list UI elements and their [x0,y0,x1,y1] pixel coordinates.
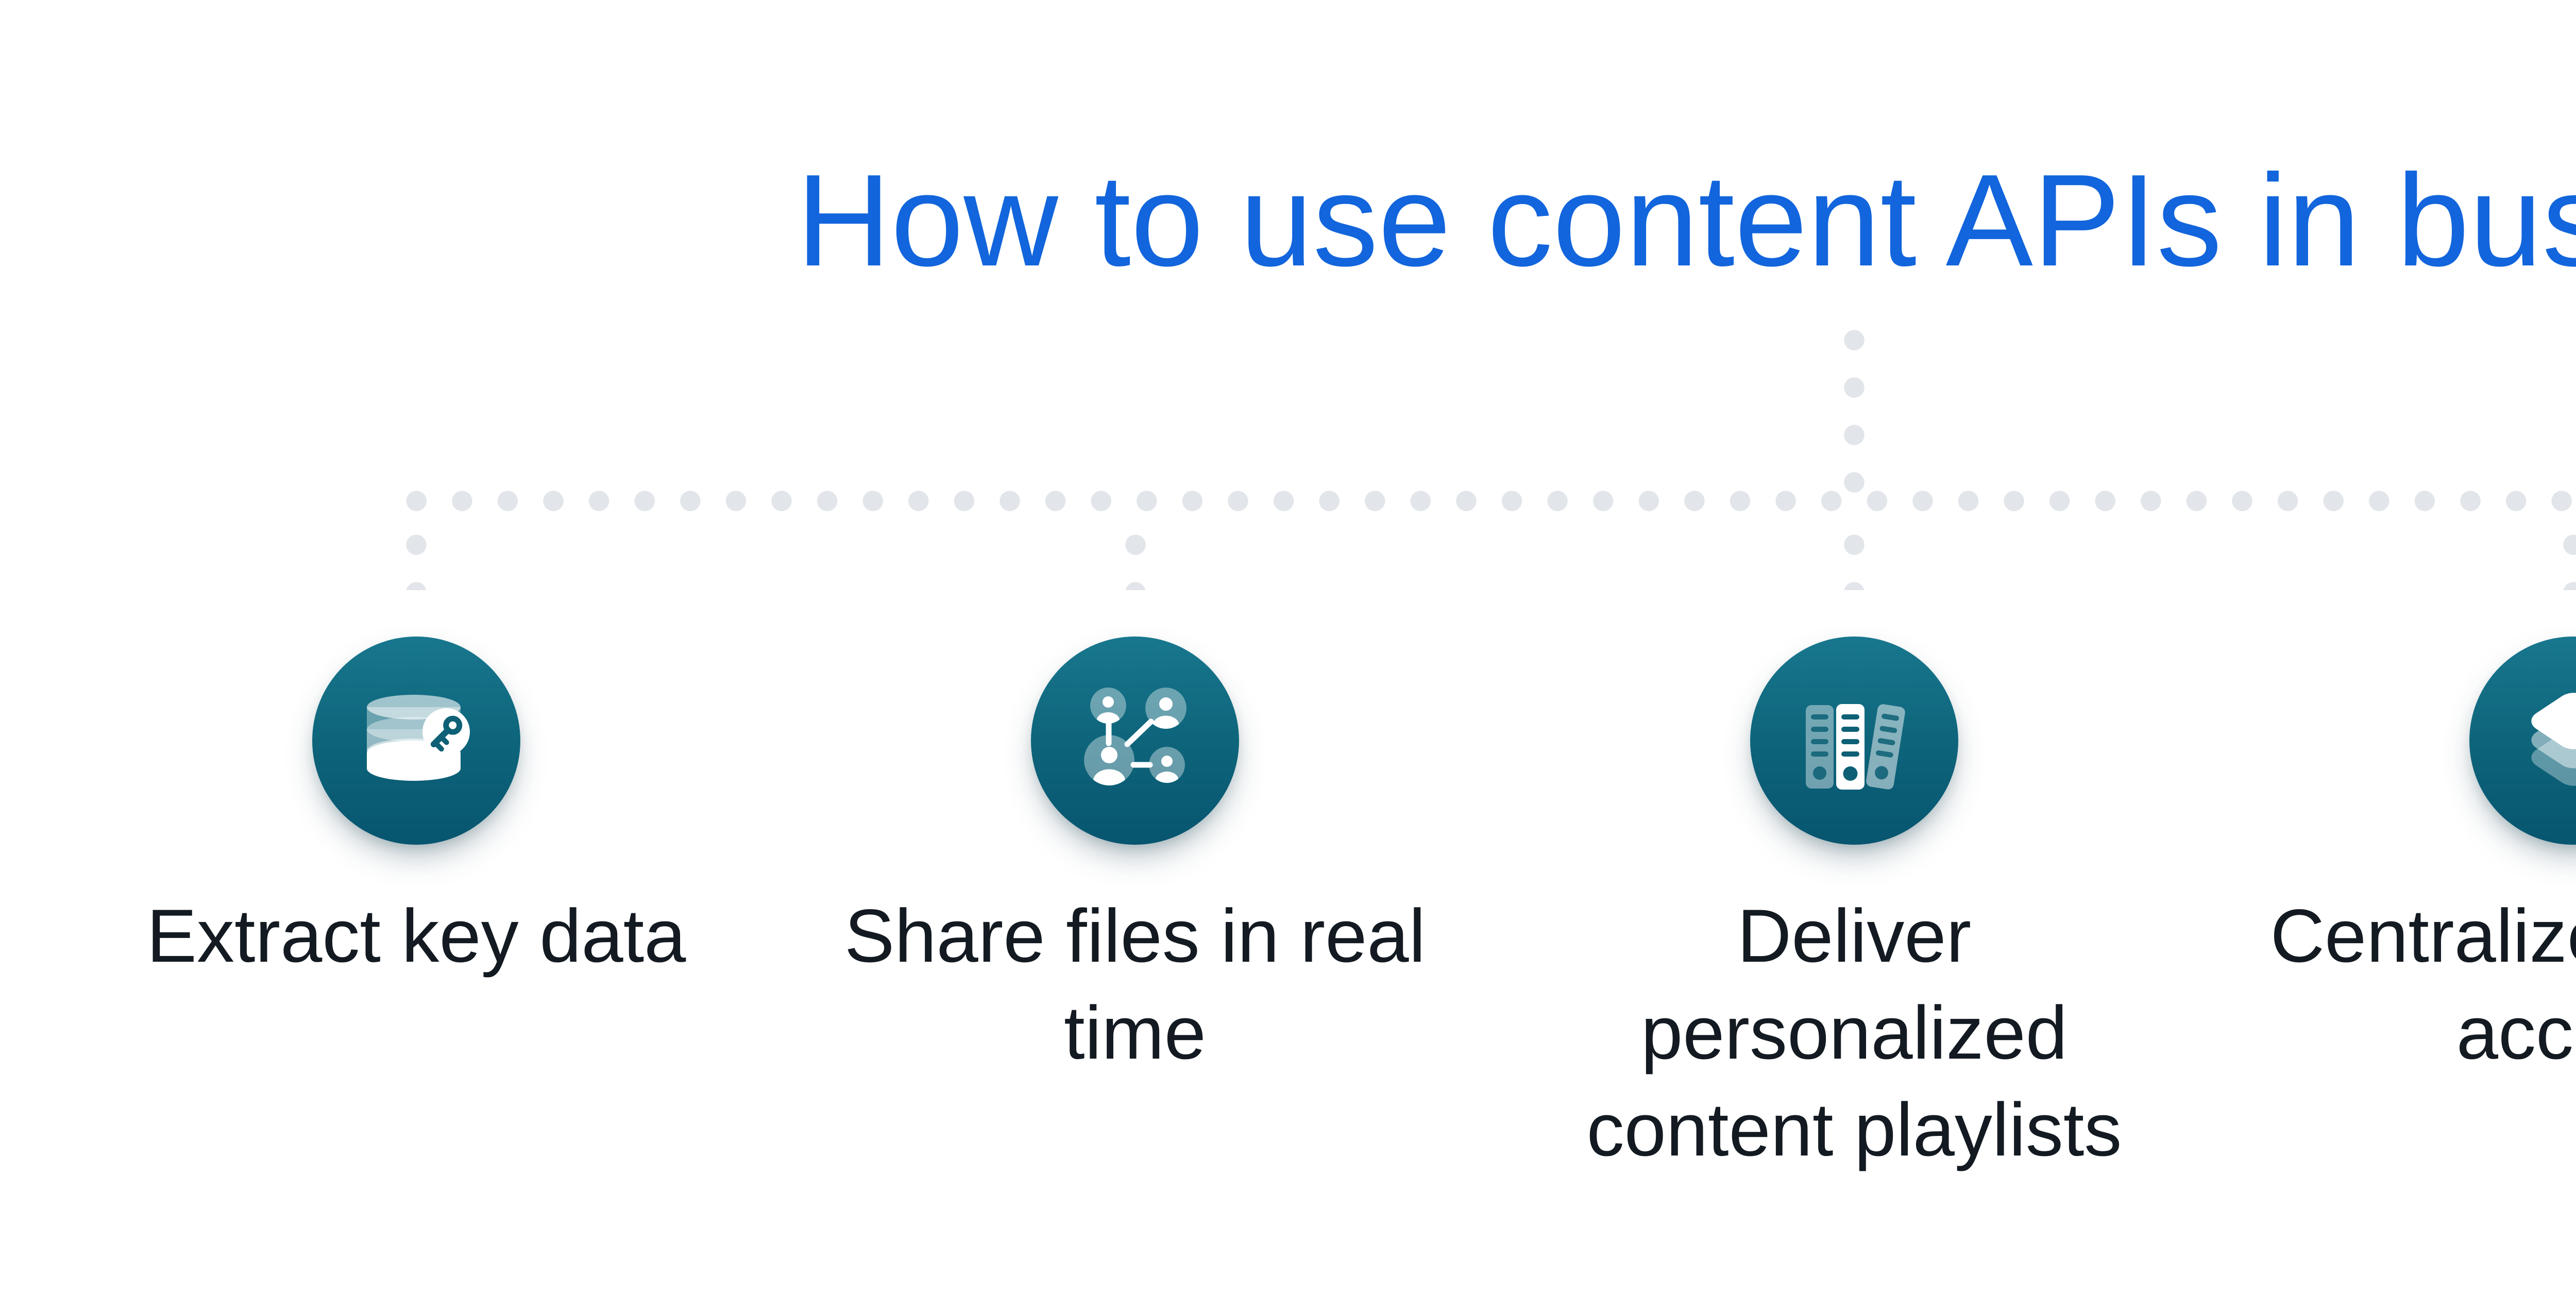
layers-icon [2531,693,2576,786]
icon-badge-circle [312,637,520,845]
item-extract-key-data: Extract key data [81,637,751,984]
item-centralize-access: Centralize content access [2239,637,2576,1081]
database-key-icon [367,695,470,781]
item-share-files: Share files in real time [800,637,1470,1081]
item-content-playlists: Deliver personalized content playlists [1519,637,2189,1178]
connector-stub-3 [1844,521,1865,590]
icon-badge-circle [1031,637,1239,845]
icon-badge-circle [2469,637,2576,845]
content-playlists-icon [1806,704,1905,790]
page-title: How to use content APIs in business [796,147,2576,293]
connector-title-stem [1844,316,1865,493]
connector-stub-2 [1125,521,1146,590]
item-label: Deliver personalized content playlists [1586,894,2122,1171]
item-label: Share files in real time [844,894,1426,1075]
icon-badge-circle [1750,637,1958,845]
connector-stub-4 [2563,521,2576,590]
share-files-icon [1084,688,1187,785]
item-label: Extract key data [146,894,686,978]
connector-horizontal-line [394,491,2576,511]
item-label: Centralize content access [2270,894,2576,1075]
connector-stub-1 [406,521,427,590]
